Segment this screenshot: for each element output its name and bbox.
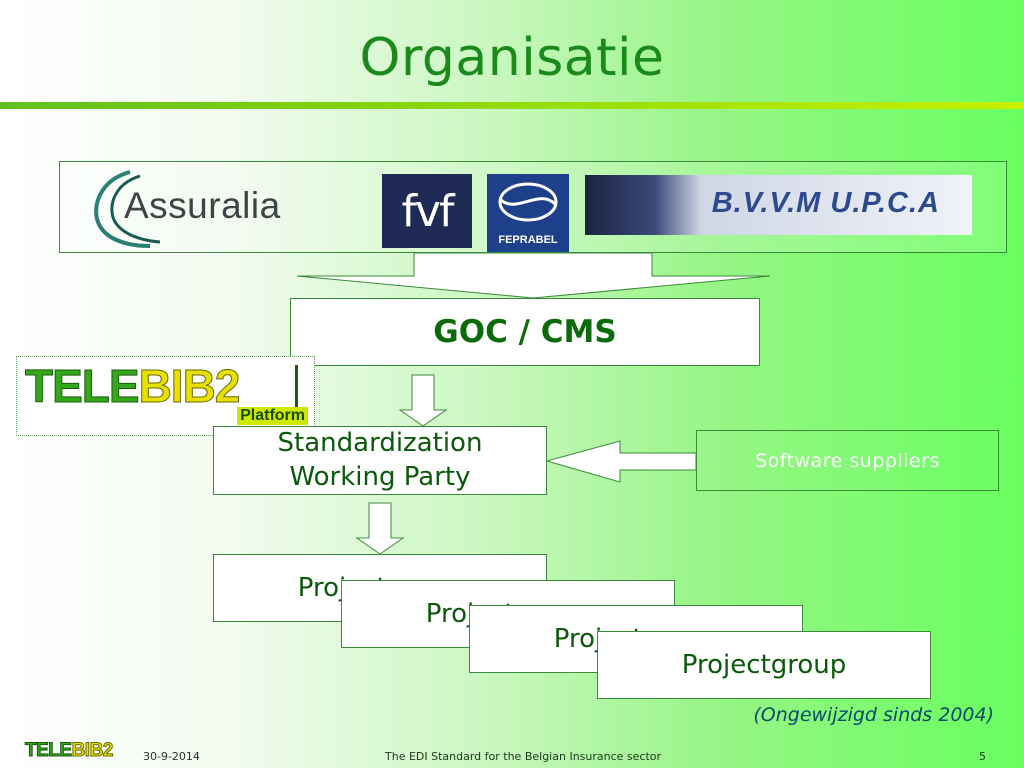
swp-line2: Working Party <box>289 461 471 492</box>
telebib-part-bib: BIB <box>138 360 216 412</box>
goc-cms-box: GOC / CMS <box>290 298 760 366</box>
bvvm-upca-logo: B.V.V.M U.P.C.A <box>585 175 972 235</box>
standardization-working-party-box: Standardization Working Party <box>213 426 547 495</box>
software-suppliers-box: Software suppliers <box>696 430 999 491</box>
feprabel-logo: FEPRABEL <box>487 174 569 252</box>
footer-logo-2: 2 <box>102 740 114 762</box>
unchanged-note: (Ongewijzigd sinds 2004) <box>753 704 994 726</box>
footer-telebib-logo: TELEBIB2 <box>25 740 114 762</box>
feprabel-emblem-icon <box>498 182 558 222</box>
footer-logo-tele: TELE <box>25 740 73 762</box>
page-title: Organisatie <box>359 28 665 88</box>
feprabel-label: FEPRABEL <box>498 234 558 246</box>
assuralia-logo: Assuralia <box>124 185 281 226</box>
funnel-arrow <box>296 252 771 299</box>
footer-title: The EDI Standard for the Belgian Insuran… <box>385 750 662 763</box>
telebib-part-2: 2 <box>214 360 241 412</box>
telebib-platform-label: Platform <box>237 407 308 425</box>
footer-page-number: 5 <box>979 750 986 763</box>
fvf-logo: fvf <box>382 174 472 248</box>
footer-date: 30-9-2014 <box>143 750 200 763</box>
title-divider <box>0 102 1024 109</box>
telebib2-wordmark: TELEBIB2 <box>25 360 241 412</box>
projectgroup-box: Projectgroup <box>597 631 931 699</box>
down-arrow-swp-to-projects <box>355 502 405 555</box>
assuralia-logo-swoosh <box>94 170 161 248</box>
swp-line1: Standardization <box>277 427 483 458</box>
footer-logo-bib: BIB <box>71 740 104 762</box>
telebib2-platform-logo: TELEBIB2 Platform <box>16 356 315 436</box>
down-arrow-goc-to-swp <box>398 374 448 427</box>
left-arrow-suppliers-to-swp <box>545 440 697 483</box>
telebib-bar <box>295 365 298 423</box>
bvvm-upca-label: B.V.V.M U.P.C.A <box>711 187 940 219</box>
telebib-part-tele: TELE <box>25 360 141 412</box>
